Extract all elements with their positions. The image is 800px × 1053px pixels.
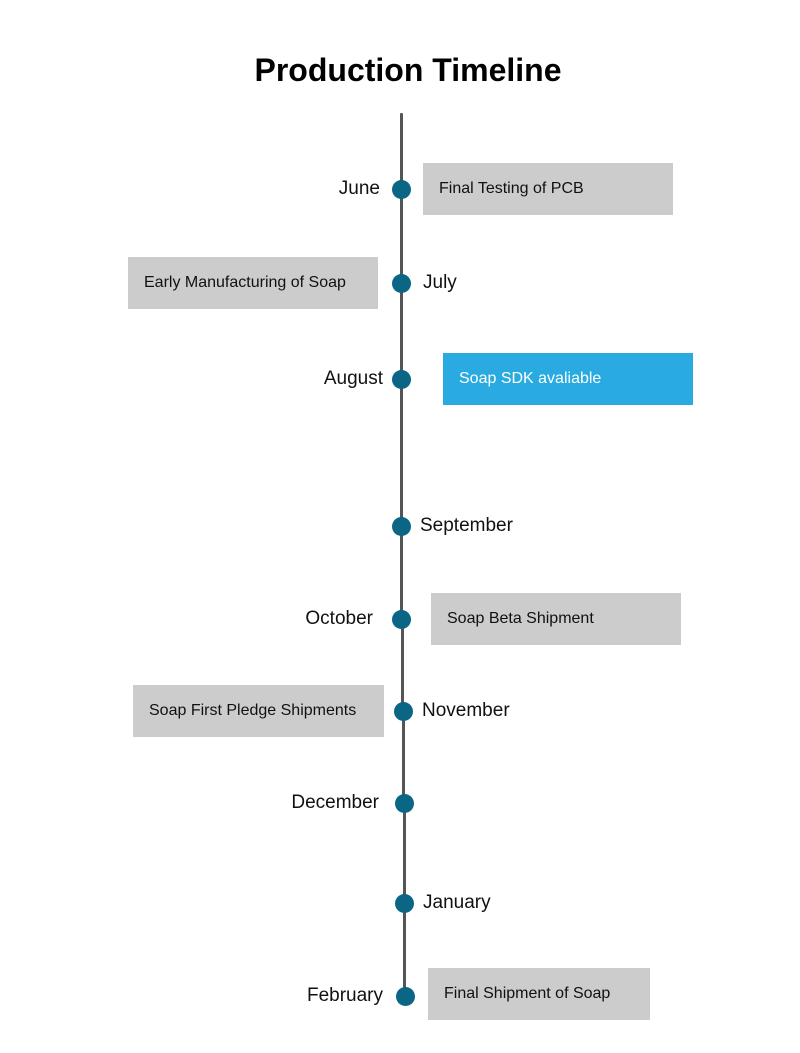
- event-box: Soap Beta Shipment: [431, 593, 681, 645]
- month-label: August: [323, 368, 383, 389]
- month-label: July: [423, 272, 457, 293]
- timeline-dot: [391, 179, 411, 199]
- timeline-dot: [394, 793, 414, 813]
- timeline-line-segment: [402, 711, 405, 803]
- event-box: Soap First Pledge Shipments: [133, 685, 384, 737]
- timeline-dot: [391, 273, 411, 293]
- timeline-dot: [394, 893, 414, 913]
- month-label: January: [423, 892, 491, 913]
- event-box: Final Shipment of Soap: [428, 968, 650, 1020]
- timeline-line-segment: [403, 903, 406, 996]
- month-label: February: [306, 985, 383, 1006]
- month-label: November: [422, 700, 510, 721]
- timeline-dot: [391, 609, 411, 629]
- month-label: June: [338, 178, 380, 199]
- event-box: Final Testing of PCB: [423, 163, 673, 215]
- timeline-dot: [391, 369, 411, 389]
- timeline-line-segment: [399, 113, 403, 189]
- timeline-line-segment: [399, 189, 403, 283]
- month-label: October: [305, 608, 373, 629]
- timeline-line-segment: [400, 619, 404, 711]
- timeline-dot: [391, 516, 411, 536]
- event-box: Early Manufacturing of Soap: [128, 257, 378, 309]
- page-title: Production Timeline: [254, 52, 562, 88]
- timeline-line-segment: [399, 526, 403, 619]
- event-box: Soap SDK avaliable: [443, 353, 693, 405]
- timeline-dot: [395, 986, 415, 1006]
- timeline-dot: [393, 701, 413, 721]
- timeline-line-segment: [399, 283, 403, 379]
- timeline-line-segment: [399, 379, 403, 526]
- month-label: December: [291, 792, 379, 813]
- month-label: September: [420, 515, 513, 536]
- timeline-line-segment: [402, 803, 406, 903]
